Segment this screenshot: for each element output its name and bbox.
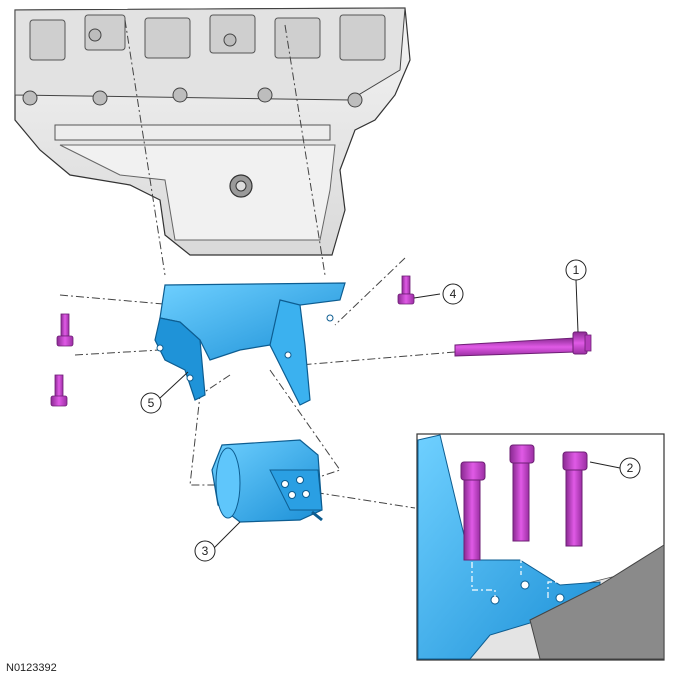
callout-3: 3 bbox=[194, 540, 216, 562]
callout-5-label: 5 bbox=[148, 396, 155, 410]
engine-oil-pan bbox=[14, 7, 411, 256]
callout-2: 2 bbox=[619, 457, 641, 479]
drain-plug bbox=[229, 174, 253, 198]
bolt-small-left-lower bbox=[50, 374, 68, 407]
callout-1: 1 bbox=[565, 259, 587, 281]
callout-5: 5 bbox=[140, 392, 162, 414]
callout-4-label: 4 bbox=[450, 287, 457, 301]
bolt-small-right bbox=[397, 275, 415, 305]
inset-bolt-a bbox=[460, 461, 486, 561]
callout-leaders bbox=[159, 279, 621, 552]
inset-bolt-c bbox=[562, 451, 588, 547]
callout-1-label: 1 bbox=[573, 263, 580, 277]
callout-4: 4 bbox=[442, 283, 464, 305]
engine-mount-bracket bbox=[154, 282, 346, 406]
detail-inset bbox=[416, 433, 665, 661]
engine-mount-insulator bbox=[211, 439, 323, 523]
inset-bolt-b bbox=[509, 444, 535, 542]
figure-id: N0123392 bbox=[6, 662, 57, 674]
callout-2-label: 2 bbox=[627, 461, 634, 475]
bolt-small-left-upper bbox=[56, 313, 74, 347]
through-bolt-long bbox=[454, 331, 592, 357]
callout-3-label: 3 bbox=[202, 544, 209, 558]
